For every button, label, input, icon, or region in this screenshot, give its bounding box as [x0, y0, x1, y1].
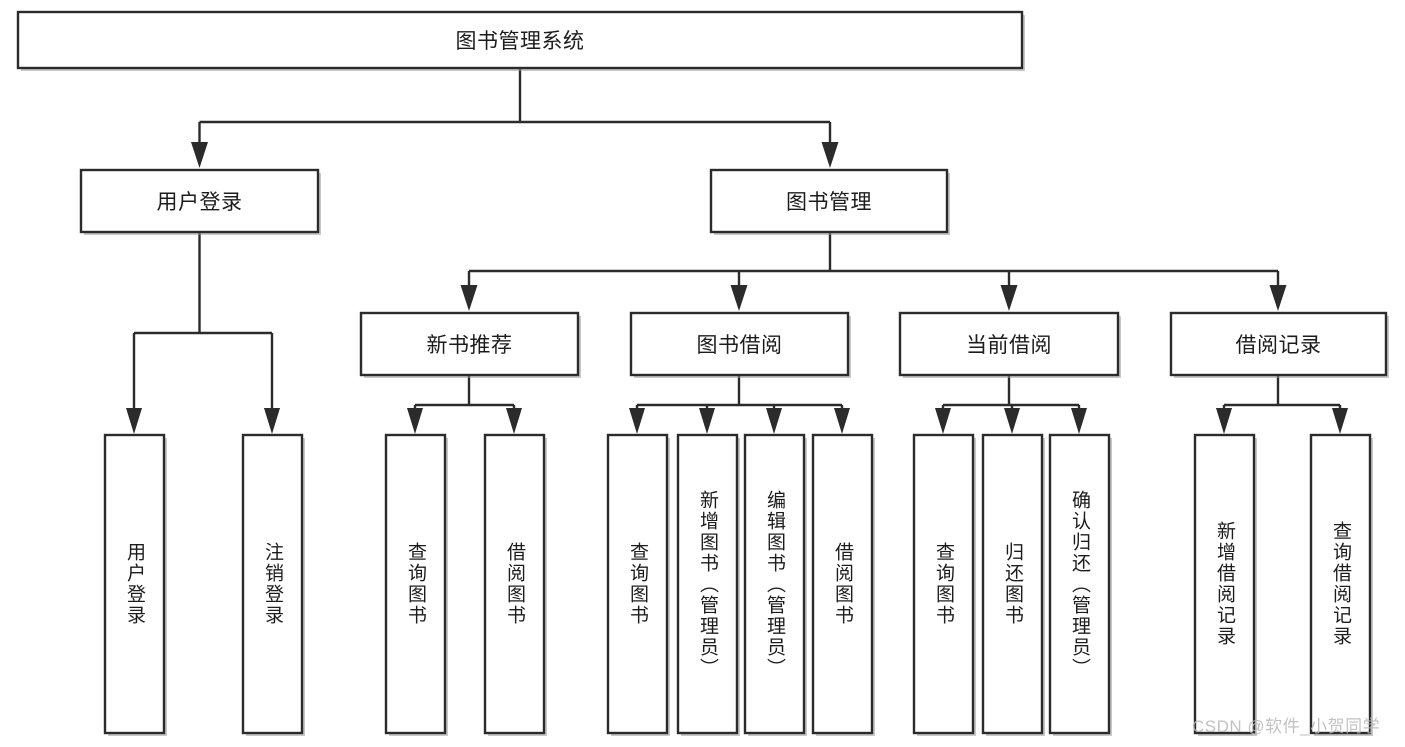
connector-group-newbook-leaves [407, 375, 522, 434]
node-leaf-user-login[interactable] [103, 433, 167, 736]
node-leaf-query-book-borrow-rect [606, 433, 669, 735]
csdn-watermark: CSDN @软件_小贺同学 [1192, 717, 1381, 736]
node-leaf-borrow-book[interactable] [811, 433, 875, 736]
arrow-head-records [1269, 285, 1287, 311]
connector-group-bookmgmt [460, 232, 1287, 311]
node-root-rect [16, 10, 1024, 70]
connector-group-borrow-leaves [629, 375, 850, 434]
node-leaf-return-book-rect [981, 433, 1044, 735]
node-leaf-query-book-current[interactable] [912, 433, 976, 736]
arrow-head-leaf-query-book-current [935, 408, 951, 434]
arrow-head-leaf-borrow-book-new [506, 408, 522, 434]
arrow-head-newbook [460, 285, 478, 311]
arrow-head-leaf-user-logout [264, 408, 280, 434]
node-leaf-query-book-borrow[interactable] [606, 433, 670, 736]
node-leaf-borrow-book-rect [811, 433, 874, 735]
node-bookmgmt-rect [709, 168, 949, 234]
node-leaf-user-login-rect [103, 433, 166, 735]
arrow-head-leaf-return-book [1004, 408, 1020, 434]
connector-group-records-leaves [1216, 375, 1348, 434]
node-leaf-query-book-new-rect [384, 433, 447, 735]
arrow-head-leaf-confirm-return [1071, 408, 1087, 434]
node-root[interactable] [16, 10, 1025, 71]
node-leaf-user-logout[interactable] [241, 433, 305, 736]
node-leaf-edit-book[interactable] [743, 433, 807, 736]
node-leaf-query-record[interactable] [1309, 433, 1373, 736]
node-borrow[interactable] [629, 311, 851, 378]
node-leaf-add-book-rect [676, 433, 739, 735]
arrow-head-leaf-query-book-borrow [629, 408, 645, 434]
node-leaf-query-book-current-rect [912, 433, 975, 735]
arrow-head-leaf-borrow-book [834, 408, 850, 434]
node-login-rect [79, 168, 320, 234]
arrow-head-current [1000, 285, 1018, 311]
node-leaf-confirm-return[interactable] [1048, 433, 1112, 736]
arrow-head-leaf-query-record [1332, 408, 1348, 434]
arrow-head-leaf-edit-book [766, 408, 782, 434]
node-leaf-borrow-book-new-rect [483, 433, 546, 735]
arrow-head-leaf-add-book [699, 408, 715, 434]
node-leaf-user-logout-rect [241, 433, 304, 735]
connector-group-current-leaves [935, 375, 1087, 434]
node-leaf-return-book[interactable] [981, 433, 1045, 736]
node-records-rect [1169, 311, 1388, 377]
node-leaf-add-book[interactable] [676, 433, 740, 736]
node-leaf-add-record-rect [1193, 433, 1256, 735]
node-login[interactable] [79, 168, 321, 235]
node-leaf-query-book-new[interactable] [384, 433, 448, 736]
node-borrow-rect [629, 311, 850, 377]
node-records[interactable] [1169, 311, 1389, 378]
node-leaf-query-record-rect [1309, 433, 1372, 735]
arrow-head-leaf-add-record [1216, 408, 1232, 434]
node-bookmgmt[interactable] [709, 168, 950, 235]
node-newbook-rect [359, 311, 580, 377]
arrow-head-leaf-user-login [126, 408, 142, 434]
connector-group-root [191, 68, 839, 168]
node-current[interactable] [898, 311, 1121, 378]
arrow-head-leaf-query-book-new [407, 408, 423, 434]
node-leaf-confirm-return-rect [1048, 433, 1111, 735]
node-current-rect [898, 311, 1120, 377]
node-leaf-add-record[interactable] [1193, 433, 1257, 736]
node-leaf-borrow-book-new[interactable] [483, 433, 547, 736]
node-newbook[interactable] [359, 311, 581, 378]
connector-group-login-leaves [126, 232, 280, 434]
arrow-head-login [191, 142, 208, 168]
arrow-head-borrow [730, 285, 748, 311]
arrow-head-bookmgmt [821, 142, 839, 168]
node-leaf-edit-book-rect [743, 433, 806, 735]
